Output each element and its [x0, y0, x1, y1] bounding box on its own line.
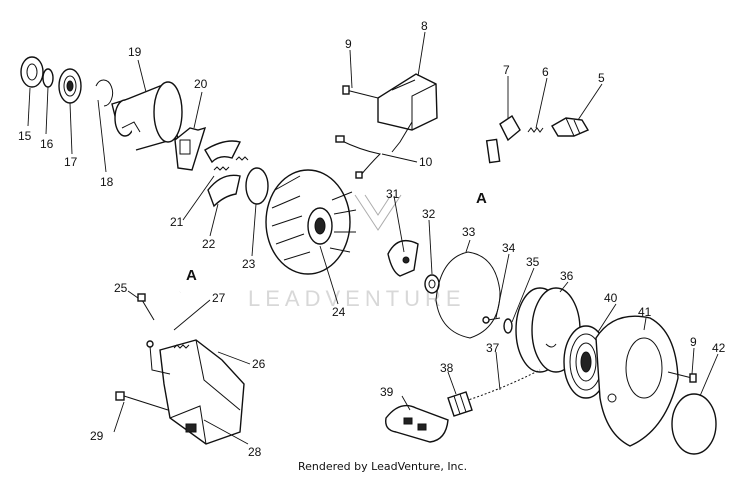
- callout-16: 16: [40, 137, 54, 151]
- part-module-bracket: [387, 240, 419, 277]
- callout-41: 41: [638, 305, 652, 319]
- callout-9-right: 9: [690, 335, 697, 349]
- callout-21: 21: [170, 215, 184, 229]
- part-clutch-shoe-upper: [204, 140, 242, 164]
- part-tank-bolt: [115, 391, 169, 411]
- callout-42: 42: [712, 341, 726, 355]
- callout-18: 18: [100, 175, 114, 189]
- callout-32: 32: [422, 207, 436, 221]
- part-cover: [671, 393, 717, 455]
- callout-29: 29: [90, 429, 104, 443]
- callout-6: 6: [542, 65, 549, 79]
- callout-17: 17: [64, 155, 78, 169]
- credit-line: Rendered by LeadVenture, Inc.: [298, 460, 467, 473]
- part-seal: [20, 56, 44, 88]
- callout-20: 20: [194, 77, 208, 91]
- callout-34: 34: [502, 241, 516, 255]
- watermark-text: LEADVENTURE: [248, 286, 466, 311]
- reference-letter-a-upper: A: [476, 190, 487, 207]
- callout-7: 7: [503, 63, 510, 77]
- leader-lines: [27, 31, 719, 445]
- part-clutch-shoe-lower: [207, 174, 241, 208]
- reference-letter-a-lower: A: [186, 267, 197, 284]
- callout-28: 28: [248, 445, 262, 459]
- callout-8: 8: [421, 19, 428, 33]
- part-ignition-wire: [335, 135, 382, 179]
- callout-31: 31: [386, 187, 400, 201]
- part-spring: [213, 156, 249, 171]
- part-snap-ring: [95, 79, 114, 107]
- part-fuel-pickup: [146, 340, 190, 375]
- callout-35: 35: [526, 255, 540, 269]
- watermark-logo: [354, 194, 402, 231]
- part-fuel-tank: [159, 339, 245, 445]
- part-starter-handle: [385, 404, 449, 443]
- callout-38: 38: [440, 361, 454, 375]
- part-clutch-drum: [111, 81, 183, 151]
- part-tank-screw: [137, 293, 155, 321]
- part-handle-insert: [447, 391, 473, 417]
- part-flywheel: [265, 169, 357, 275]
- callout-25: 25: [114, 281, 128, 295]
- callout-36: 36: [560, 269, 574, 283]
- callout-22: 22: [202, 237, 216, 251]
- callout-5: 5: [598, 71, 605, 85]
- part-housing-screw: [667, 371, 697, 383]
- callout-39: 39: [380, 385, 394, 399]
- callout-23: 23: [242, 257, 256, 271]
- callout-37: 37: [486, 341, 500, 355]
- callout-10: 10: [419, 155, 433, 169]
- part-ring: [42, 68, 54, 88]
- callout-27: 27: [212, 291, 226, 305]
- part-spark-plug-boot: [485, 115, 521, 164]
- callout-19: 19: [128, 45, 142, 59]
- callout-15: 15: [18, 129, 32, 143]
- part-clutch-plate: [174, 126, 207, 171]
- part-starter-pulley: [515, 287, 581, 373]
- callout-40: 40: [604, 291, 618, 305]
- part-screw: [342, 85, 379, 99]
- part-pulley-screw: [482, 316, 501, 324]
- part-bearing: [58, 68, 82, 104]
- part-spark-plug: [551, 117, 590, 137]
- part-ignition-coil: [377, 73, 438, 153]
- part-washer: [245, 167, 269, 205]
- part-small-washer: [503, 318, 513, 334]
- part-starter-rope: [461, 369, 541, 403]
- part-starter-housing: [595, 315, 679, 447]
- callout-26: 26: [252, 357, 266, 371]
- callout-33: 33: [462, 225, 476, 239]
- callout-9: 9: [345, 37, 352, 51]
- part-gasket: [435, 251, 501, 339]
- part-boot-spring: [527, 127, 544, 133]
- callout-24: 24: [332, 305, 346, 319]
